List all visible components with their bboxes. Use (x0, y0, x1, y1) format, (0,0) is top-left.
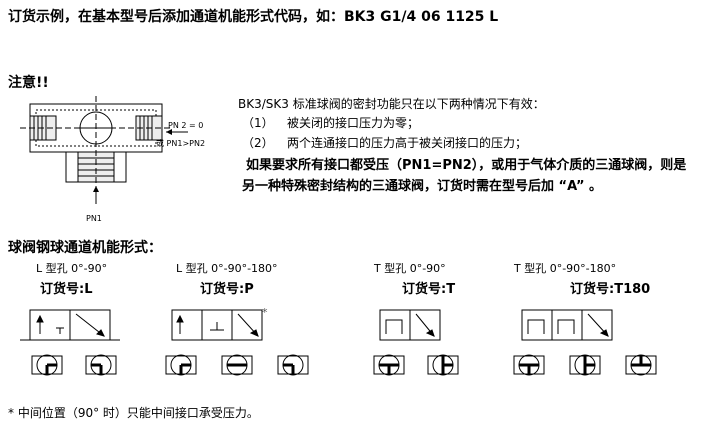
variant-label-l: L 型孔 0°-90° (36, 262, 108, 275)
symbol-t180 (521, 309, 613, 341)
pn1-label: PN1 (86, 214, 102, 223)
variant-label-t180: T 型孔 0°-90°-180° (514, 262, 617, 275)
ball-positions-l (31, 354, 117, 376)
order-code-l: 订货号:L (40, 282, 93, 297)
pn1-gt-pn2-label: 或 PN1>PN2 (156, 139, 206, 148)
case-1-number: （1） (242, 116, 274, 130)
valve-section-diagram (20, 96, 188, 204)
requirement-line-2: 另一种特殊密封结构的三通球阀，订货时需在型号后加 “A” 。 (242, 179, 603, 194)
order-code-p: 订货号:P (200, 282, 254, 297)
star-mark: * (262, 306, 268, 319)
symbol-l (20, 309, 120, 341)
order-code-t: 订货号:T (402, 282, 456, 297)
case-2-text: 两个连通接口的压力高于被关闭接口的压力； (287, 136, 528, 150)
ball-positions-t (373, 354, 459, 376)
order-code-t180: 订货号:T180 (570, 282, 651, 297)
note-title: 注意!! (8, 75, 49, 91)
order-example-heading: 订货示例，在基本型号后添加通道机能形式代码，如：BK3 G1/4 06 1125… (8, 9, 499, 25)
case-1-text: 被关闭的接口压力为零； (287, 116, 420, 130)
symbol-t (379, 309, 441, 341)
symbol-p (171, 309, 263, 341)
section-title: 球阀钢球通道机能形式： (8, 240, 162, 256)
ball-positions-p (165, 354, 309, 376)
requirement-line-1: 如果要求所有接口都受压（PN1=PN2），或用于气体介质的三通球阀，则是 (246, 158, 687, 173)
ball-positions-t180 (513, 354, 657, 376)
variant-label-t: T 型孔 0°-90° (374, 262, 446, 275)
variant-label-p: L 型孔 0°-90°-180° (176, 262, 278, 275)
seal-intro-text: BK3/SK3 标准球阀的密封功能只在以下两种情况下有效： (238, 97, 545, 111)
pn2-label: PN 2 = 0 (168, 121, 204, 130)
footnote: * 中间位置（90° 时）只能中间接口承受压力。 (8, 406, 259, 420)
case-2-number: （2） (242, 136, 274, 150)
